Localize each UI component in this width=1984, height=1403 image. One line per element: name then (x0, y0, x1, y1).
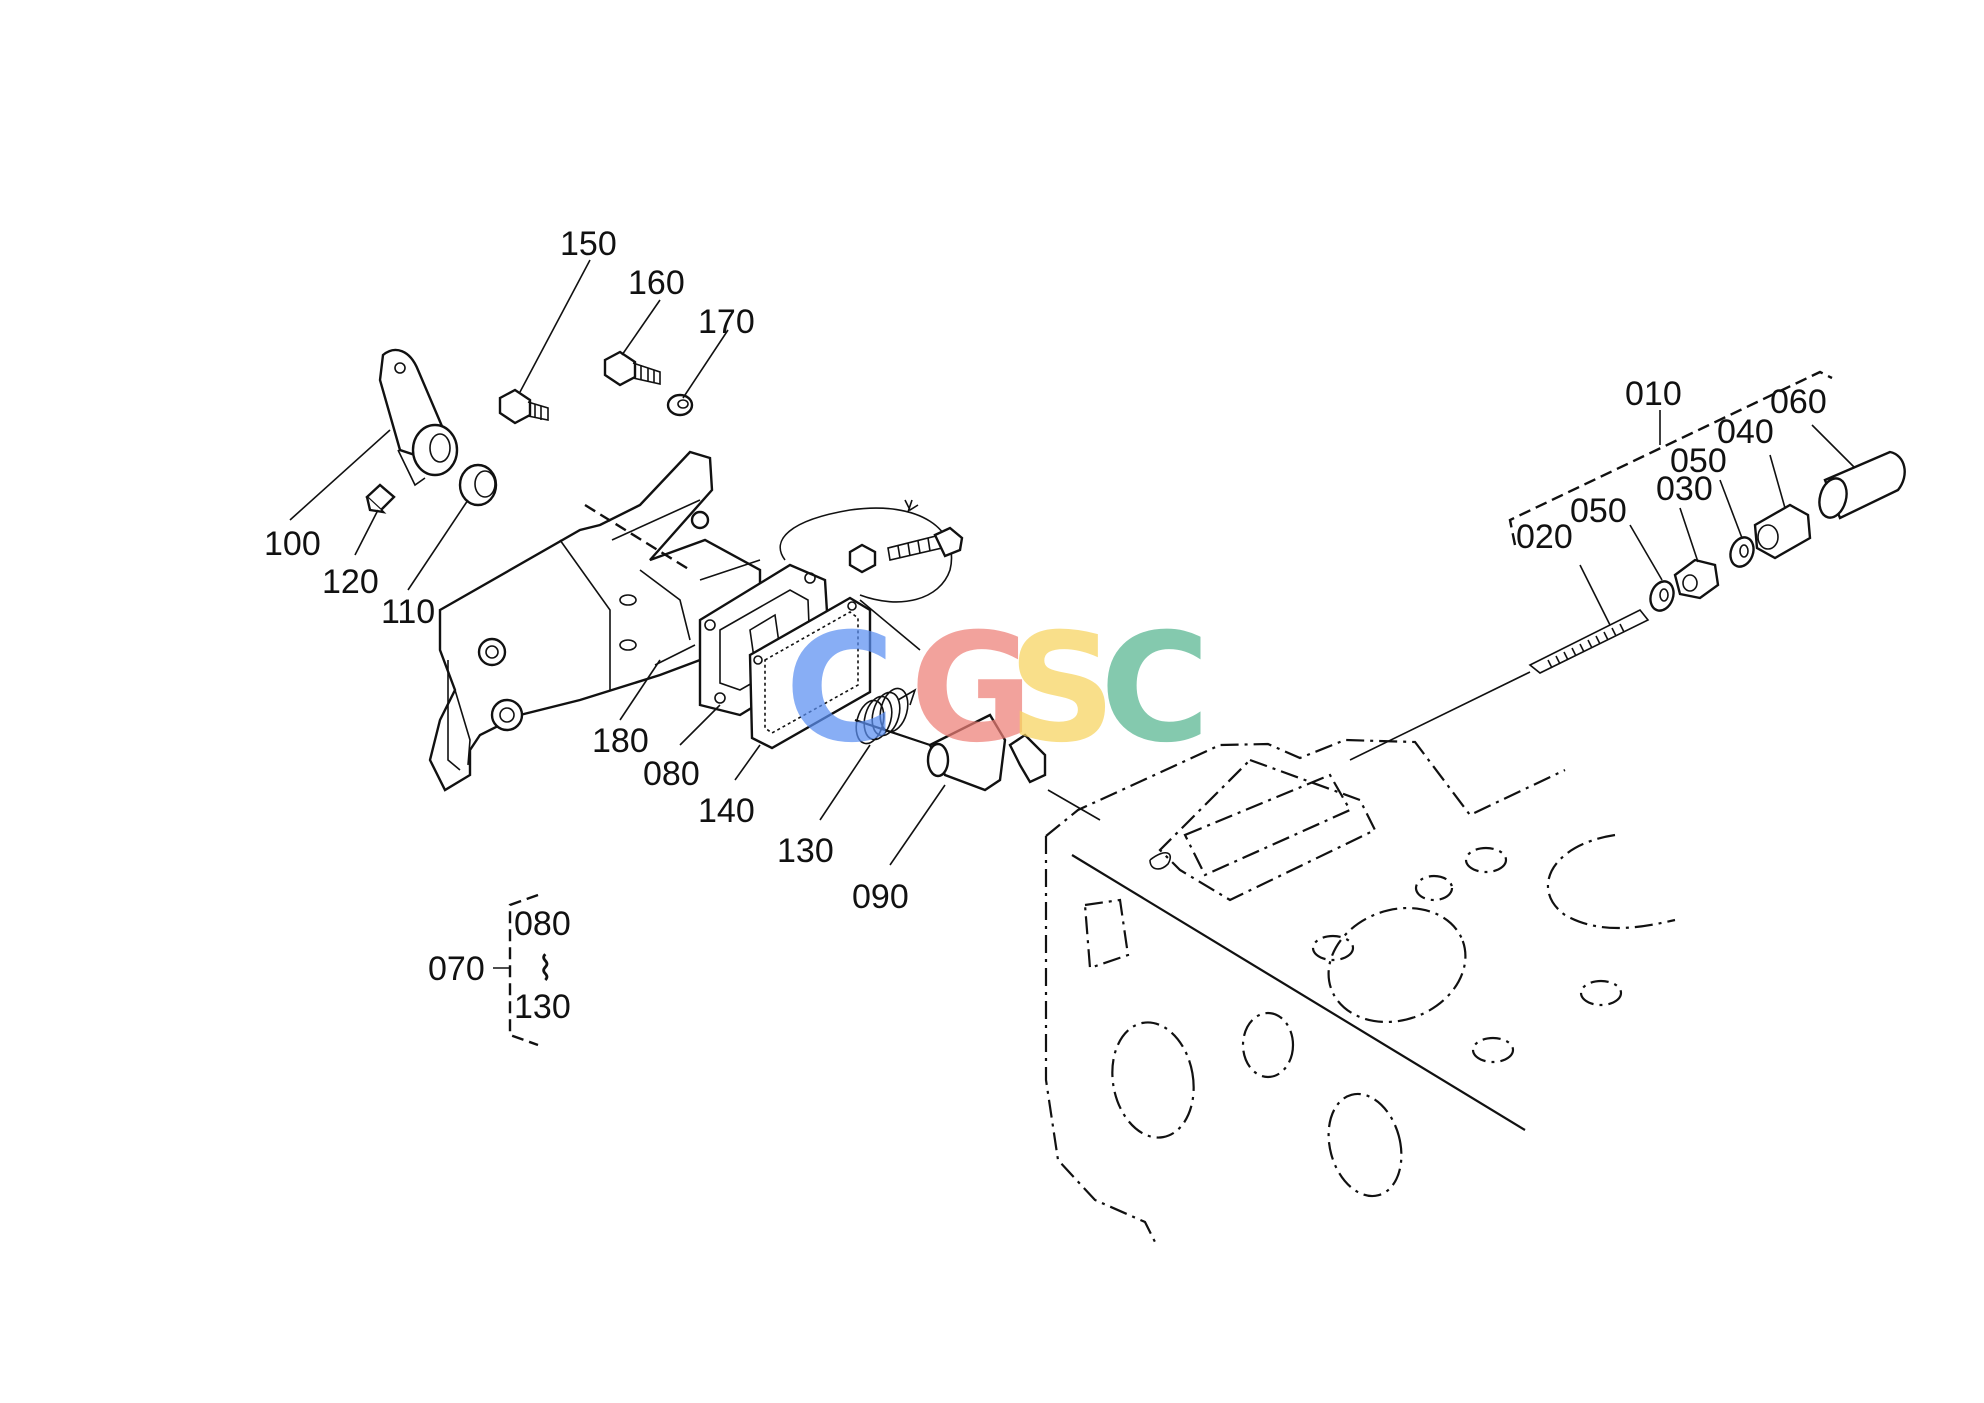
label-030: 030 (1656, 470, 1713, 508)
label-range-separator: ⌇ (537, 950, 554, 988)
label-130: 130 (777, 832, 834, 870)
watermark-logo: C G S C (785, 602, 1210, 776)
label-170: 170 (698, 303, 755, 341)
label-120: 120 (322, 563, 379, 601)
stud-020 (1528, 608, 1650, 674)
label-180: 180 (592, 722, 649, 760)
washer-050-left (1649, 580, 1675, 612)
cap-060 (1818, 450, 1906, 520)
label-080-range: 080 (514, 905, 571, 943)
label-090: 090 (852, 878, 909, 916)
spring (855, 687, 917, 745)
label-110: 110 (381, 593, 435, 631)
part-labels: 150 160 170 100 120 110 180 080 140 130 … (264, 225, 1827, 1026)
watermark-letter-s: S (1008, 602, 1116, 776)
washer-170 (666, 393, 694, 417)
label-060: 060 (1770, 383, 1827, 421)
engine-block-outline (1044, 738, 1676, 1243)
washer-050-right (1729, 536, 1755, 568)
nut-040 (1753, 503, 1812, 560)
collar (458, 463, 498, 507)
label-130-range: 130 (514, 988, 571, 1026)
range-bracket-070 (493, 893, 539, 1047)
watermark-letter-c1: C (785, 602, 895, 776)
watermark-letter-g: G (910, 602, 1033, 776)
label-010: 010 (1625, 375, 1682, 413)
label-050-right: 050 (1670, 442, 1727, 480)
label-040: 040 (1717, 413, 1774, 451)
leader-lines (289, 259, 1856, 866)
lever (378, 348, 459, 487)
watermark-letter-c2: C (1100, 602, 1210, 776)
label-070: 070 (428, 950, 485, 988)
lever-shaft (926, 713, 1047, 792)
nut-030 (1673, 558, 1720, 600)
label-020: 020 (1516, 518, 1573, 556)
label-150: 150 (560, 225, 617, 263)
adjust-bolt-assembly (779, 499, 964, 603)
bolt-150 (498, 388, 549, 425)
label-100: 100 (264, 525, 321, 563)
label-160: 160 (628, 264, 685, 302)
label-140: 140 (698, 792, 755, 830)
gasket (748, 596, 872, 750)
pin (365, 483, 396, 514)
label-080: 080 (643, 755, 700, 793)
label-050-left: 050 (1570, 492, 1627, 530)
bolt-160 (603, 350, 661, 387)
